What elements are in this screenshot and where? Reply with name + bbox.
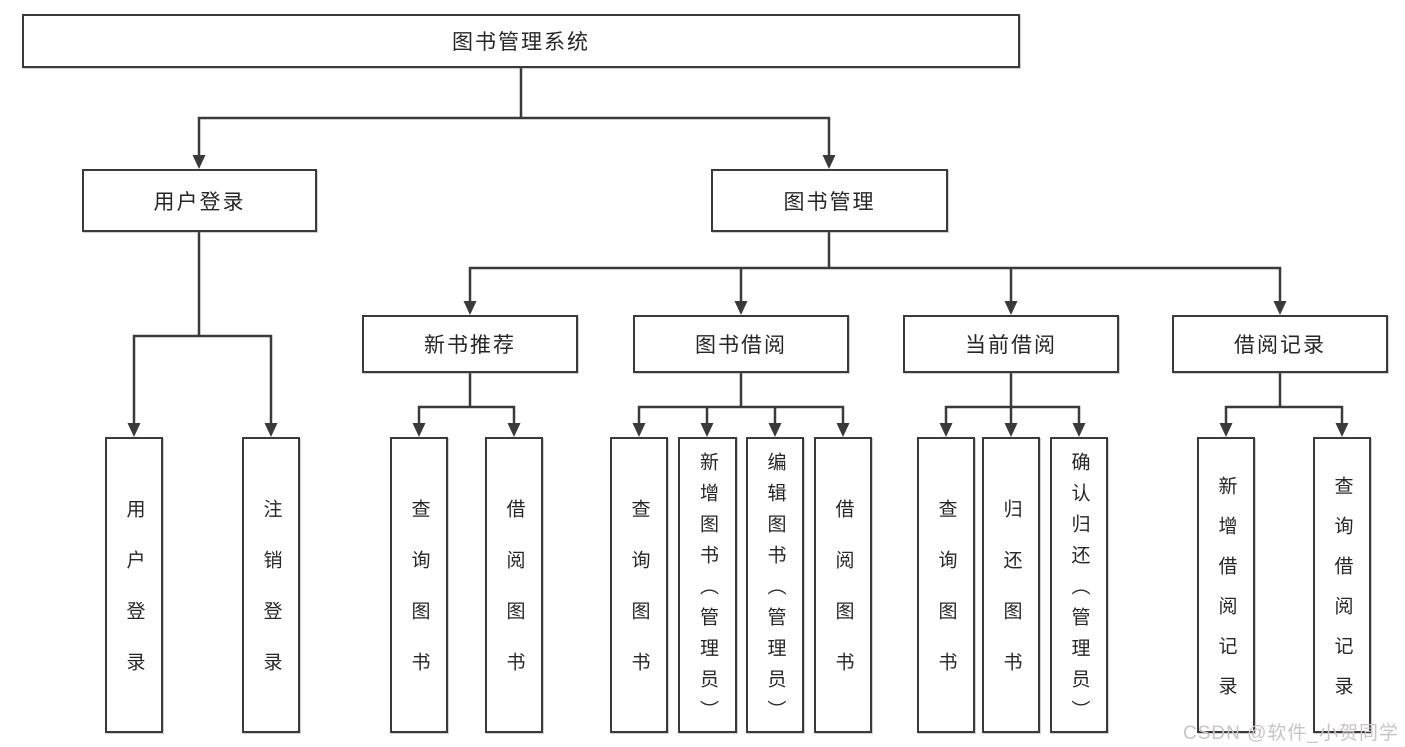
node-book-borrowing: 图书借阅: [633, 315, 849, 373]
node-label: 用户登录: [153, 190, 246, 214]
node-new-book-recommendation: 新书推荐: [362, 315, 578, 373]
leaf-borrow-books: 借阅图书: [814, 437, 872, 733]
node-label: 注销登录: [260, 499, 282, 703]
node-label: 借阅记录: [1234, 334, 1326, 357]
csdn-watermark: CSDN @软件_小贺同学: [1183, 723, 1399, 744]
leaf-query-books-borrow: 查询图书: [610, 437, 668, 733]
node-label: 新书推荐: [424, 334, 516, 357]
node-label: 查询借阅记录: [1331, 475, 1353, 716]
leaf-logout: 注销登录: [242, 437, 300, 733]
leaf-user-login: 用户登录: [105, 437, 163, 733]
leaf-query-borrow-record: 查询借阅记录: [1313, 437, 1371, 733]
node-book-management: 图书管理: [711, 169, 948, 232]
node-label: 归还图书: [1000, 499, 1022, 703]
node-label: 用户登录: [123, 499, 145, 703]
leaf-query-books-current: 查询图书: [917, 437, 975, 733]
node-label: 确认归还（管理员）: [1068, 451, 1090, 731]
node-label: 新增借阅记录: [1215, 475, 1237, 716]
node-label: 新增图书（管理员）: [697, 451, 718, 731]
leaf-borrow-books-recommend: 借阅图书: [485, 437, 543, 733]
node-borrowing-records: 借阅记录: [1172, 315, 1388, 373]
leaf-confirm-return-admin: 确认归还（管理员）: [1050, 437, 1108, 733]
node-label: 查询图书: [935, 499, 957, 703]
node-label: 图书借阅: [695, 334, 787, 357]
leaf-add-borrow-record: 新增借阅记录: [1197, 437, 1255, 733]
node-label: 查询图书: [628, 499, 650, 703]
node-label: 借阅图书: [503, 499, 525, 703]
node-label: 图书管理: [783, 190, 876, 214]
node-label: 查询图书: [408, 499, 430, 703]
node-label: 图书管理系统: [452, 31, 590, 54]
leaf-return-books: 归还图书: [982, 437, 1040, 733]
node-label: 编辑图书（管理员）: [764, 451, 786, 731]
node-current-borrowing: 当前借阅: [903, 315, 1119, 373]
leaf-add-books-admin: 新增图书（管理员）: [678, 437, 737, 733]
leaf-edit-books-admin: 编辑图书（管理员）: [746, 437, 804, 733]
leaf-query-books-recommend: 查询图书: [390, 437, 448, 733]
node-label: 借阅图书: [832, 499, 854, 703]
node-label: 当前借阅: [965, 334, 1057, 357]
node-user-login-module: 用户登录: [82, 169, 317, 232]
node-library-management-system: 图书管理系统: [22, 14, 1020, 68]
